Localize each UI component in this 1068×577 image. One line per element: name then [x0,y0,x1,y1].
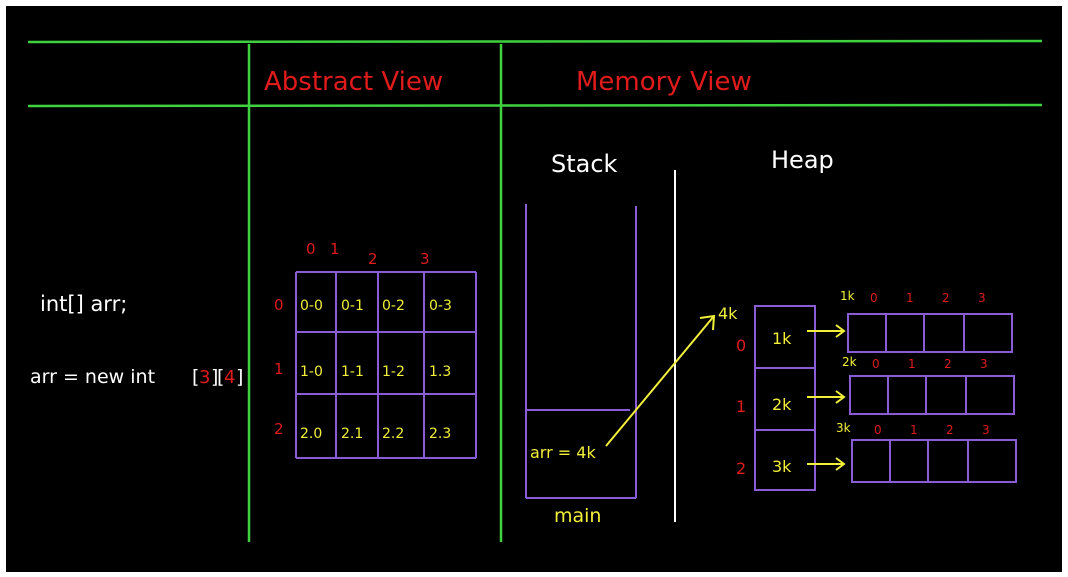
heap-row-arrays [847,313,1017,483]
diagram-canvas: Abstract View Memory View int[] arr; arr… [27,39,1043,542]
grid-cell-label: 2.2 [382,426,404,442]
ref-index: 1 [736,397,746,416]
row-index: 2 [274,420,284,438]
bracket-close-2: ] [236,366,243,388]
heap-column-index: 0 [874,423,882,437]
ref-value: 1k [772,329,792,348]
bracket-open-2: [ [217,366,224,388]
heap-column-index: 2 [946,423,954,437]
grid-cell-label: 1-0 [300,364,323,380]
header-divider [27,103,1043,108]
heap-column-index: 2 [944,357,952,371]
code-allocation: arr = new int [30,366,155,388]
heap-row-address: 2k [842,355,857,369]
ref-array-values: 1k 2k 3k [772,329,792,476]
heap-column-index: 1 [908,357,916,371]
column-index: 1 [330,240,340,258]
abstract-view-header: Abstract View [264,67,443,97]
abstract-grid [295,271,477,459]
abstract-row-indices: 0 1 2 [274,296,284,438]
heap-row-address: 3k [836,421,851,435]
heap-column-index: 2 [942,291,950,305]
grid-cell-label: 0-0 [300,298,323,314]
column-index: 3 [420,250,430,268]
ref-index: 2 [736,459,746,478]
grid-cell-label: 0-2 [382,298,405,314]
bracket-close-1: ] [211,366,218,388]
stack-variable: arr = 4k [530,443,596,462]
column-index: 0 [306,240,316,258]
code-dim-rows: 3 [199,367,210,388]
stack-title: Stack [551,150,618,178]
grid-cell-label: 1-2 [382,364,405,380]
ref-value: 3k [772,457,792,476]
grid-cell-label: 1-1 [341,364,364,380]
row-pointer-arrows [807,324,846,471]
heap-column-index: 1 [910,423,918,437]
green-dividers [27,39,1043,542]
heap-column-index: 1 [906,291,914,305]
heap-column-index: 3 [982,423,990,437]
ref-array-indices: 0 1 2 [736,336,746,478]
grid-cell-label: 1.3 [429,364,451,380]
grid-cell-label: 2.3 [429,426,451,442]
ref-value: 2k [772,395,792,414]
grid-cell-label: 2.1 [341,426,363,442]
heap-column-index: 0 [870,291,878,305]
code-declaration: int[] arr; [40,292,127,316]
heap-column-index: 3 [978,291,986,305]
code-dim-cols: 4 [224,367,235,388]
column-index: 2 [368,250,378,268]
abstract-cell-labels: 0-0 0-1 0-2 0-3 1-0 1-1 1-2 1.3 2.0 2.1 2.2 2.3 [300,298,452,442]
ref-array-address: 4k [718,304,738,323]
heap-title: Heap [771,146,834,174]
pointer-arrow-stack-to-heap [605,314,716,447]
ref-index: 0 [736,336,746,355]
heap-column-index: 0 [872,357,880,371]
heap-row-address: 1k [840,289,855,303]
heap-row-labels: 1k 0 1 2 3 2k 0 1 2 3 3k 0 1 2 3 [836,289,990,437]
grid-cell-label: 0-3 [429,298,452,314]
bracket-open-1: [ [192,366,199,388]
stack-frame-label: main [554,505,601,527]
row-index: 0 [274,296,284,314]
row-index: 1 [274,360,284,378]
top-divider [27,39,1043,44]
stack-frame [525,204,637,499]
memory-view-header: Memory View [576,67,752,97]
grid-cell-label: 2.0 [300,426,322,442]
heap-column-index: 3 [980,357,988,371]
blackboard: Abstract View Memory View int[] arr; arr… [6,6,1062,572]
grid-cell-label: 0-1 [341,298,364,314]
